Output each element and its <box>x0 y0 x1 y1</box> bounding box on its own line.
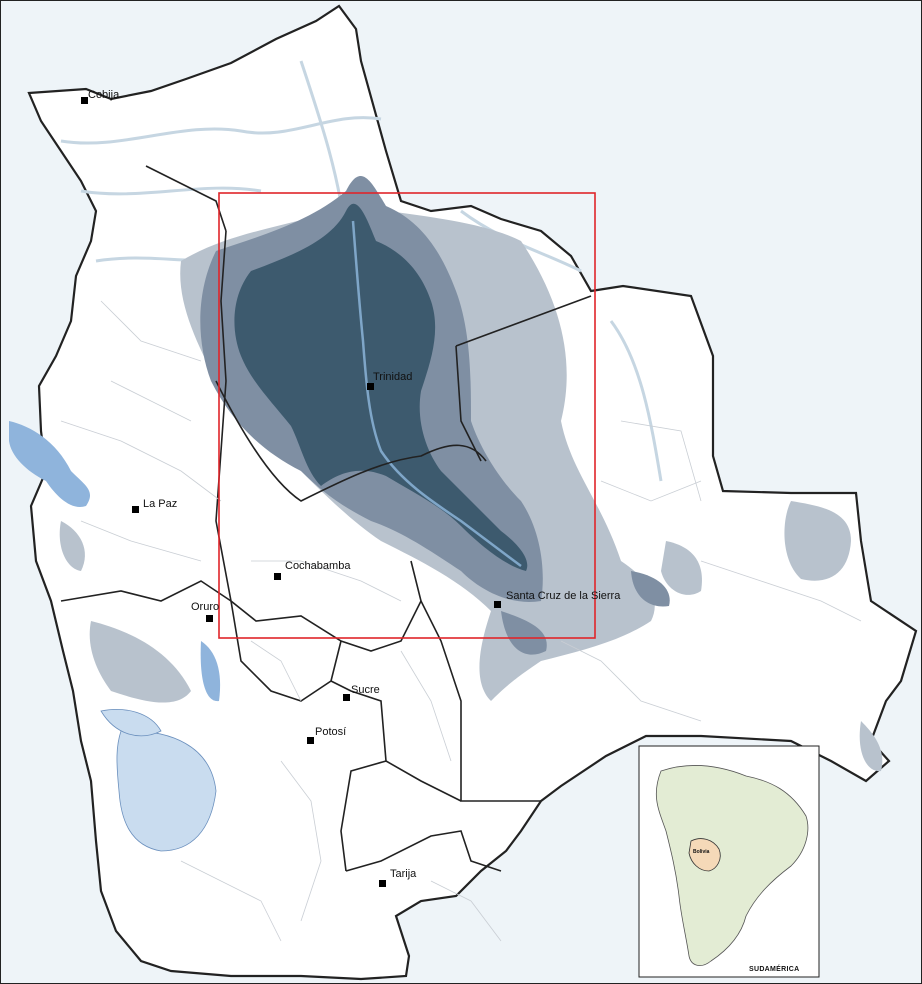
city-label-trinidad: Trinidad <box>373 371 413 383</box>
lakes <box>9 421 221 852</box>
study-area-rectangle <box>218 192 596 639</box>
flood-dark <box>234 203 528 572</box>
city-label-cobija: Cobija <box>88 89 120 101</box>
city-label-santa-cruz: Santa Cruz de la Sierra <box>506 590 621 602</box>
city-label-tarija: Tarija <box>390 868 417 880</box>
city-label-cochabamba: Cochabamba <box>285 560 351 572</box>
inset-south-america <box>655 765 809 966</box>
city-dot-cobija <box>81 97 88 104</box>
city-dot-tarija <box>379 880 386 887</box>
province-borders <box>60 300 862 942</box>
city-dot-la-paz <box>132 506 139 513</box>
city-dot-cochabamba <box>274 573 281 580</box>
department-borders <box>60 165 592 872</box>
city-label-sucre: Sucre <box>351 684 380 696</box>
city-dot-sucre <box>343 694 350 701</box>
inset-map <box>638 745 820 978</box>
inset-bolivia-label: Bolivia <box>693 849 710 855</box>
city-dot-oruro <box>206 615 213 622</box>
city-dot-potosi <box>307 737 314 744</box>
city-label-potosi: Potosí <box>315 726 347 738</box>
city-label-la-paz: La Paz <box>143 498 178 510</box>
inset-bolivia <box>688 838 721 872</box>
main-river <box>351 220 522 567</box>
city-label-oruro: Oruro <box>191 601 220 613</box>
city-dot-santa-cruz <box>494 601 501 608</box>
inset-sudamerica-label: SUDAMÉRICA <box>749 966 800 973</box>
city-dot-trinidad <box>367 383 374 390</box>
